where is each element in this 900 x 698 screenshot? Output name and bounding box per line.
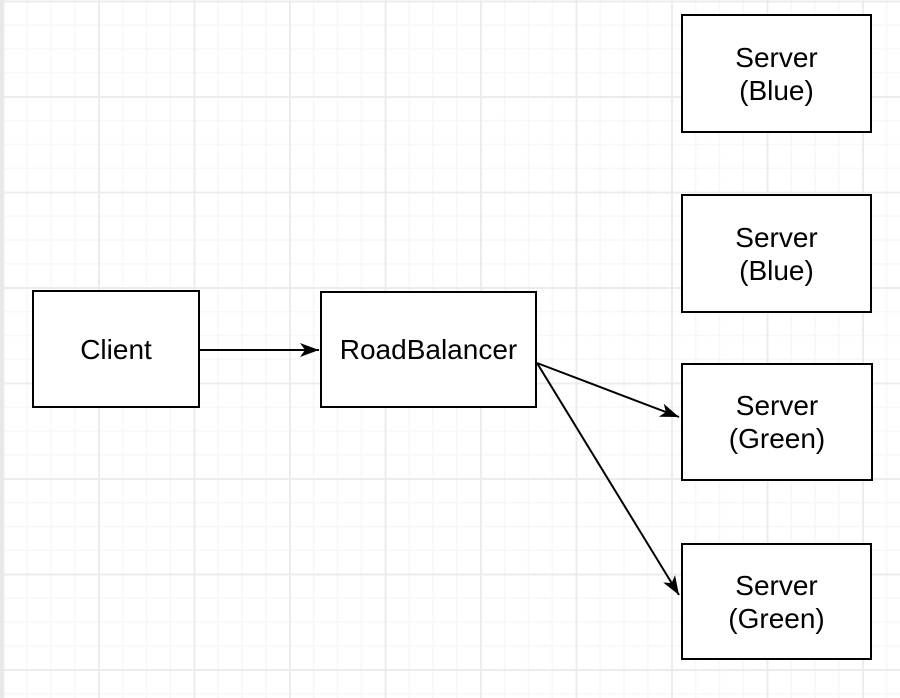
node-label: Server <box>735 221 818 253</box>
node-roadbalancer[interactable]: RoadBalancer <box>320 291 537 408</box>
node-label: Server <box>735 569 818 601</box>
node-label: Server <box>735 41 818 73</box>
node-label: (Green) <box>728 602 825 634</box>
edge-roadbalancer-to-server-green-2[interactable] <box>536 362 680 596</box>
node-server-green-2[interactable]: Server (Green) <box>681 543 872 660</box>
node-label: RoadBalancer <box>339 334 518 365</box>
node-server-blue-1[interactable]: Server (Blue) <box>681 14 872 133</box>
node-label: (Blue) <box>739 74 814 106</box>
canvas-left-edge <box>0 0 3 698</box>
node-label: Client <box>80 333 152 365</box>
node-label: Server <box>735 390 819 421</box>
edge-roadbalancer-to-server-green-1[interactable] <box>536 362 680 418</box>
node-server-green-1[interactable]: Server (Green) <box>681 363 873 481</box>
node-client[interactable]: Client <box>32 290 200 408</box>
node-label: (Green) <box>728 423 826 454</box>
node-server-blue-2[interactable]: Server (Blue) <box>681 194 872 313</box>
node-label: (Blue) <box>739 254 814 286</box>
